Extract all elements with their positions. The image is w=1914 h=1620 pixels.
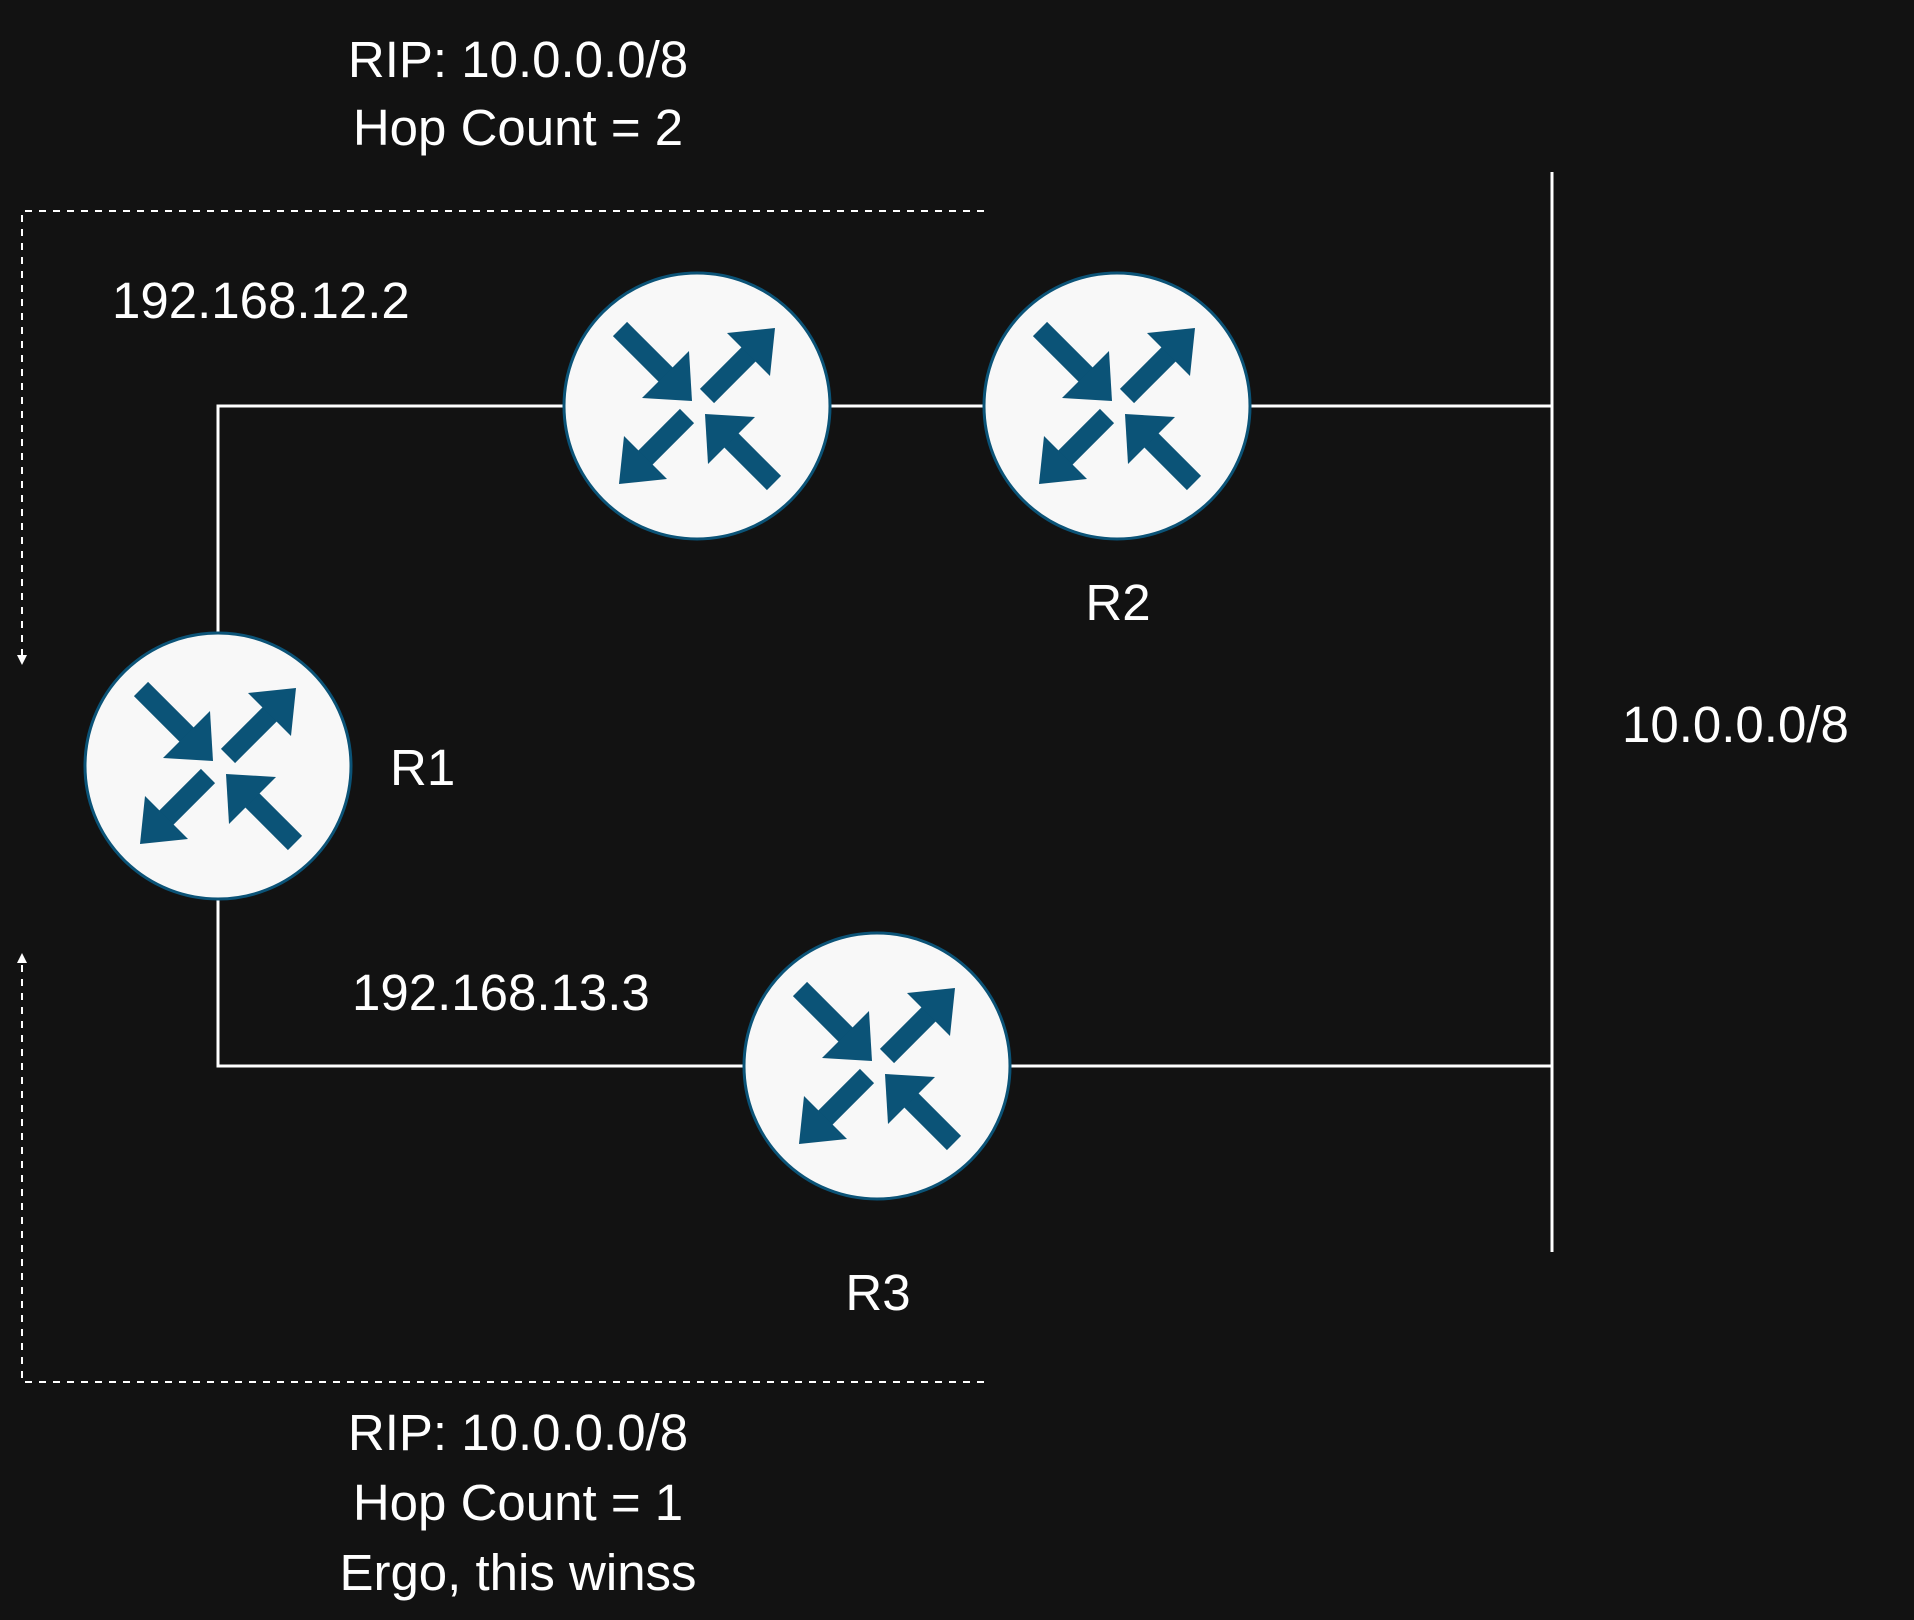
router-r2 <box>984 273 1250 539</box>
bottom-rip-label: RIP: 10.0.0.0/8 <box>348 1404 688 1461</box>
rip-advertisements <box>17 210 984 1383</box>
bottom-hop-count-label: Hop Count = 1 <box>353 1474 683 1531</box>
rip-update-arrow-top <box>17 210 984 665</box>
r3-label: R3 <box>845 1264 910 1321</box>
link-r1-to-r3 <box>216 898 744 1068</box>
links <box>216 172 1554 1252</box>
router-top-middle <box>564 273 830 539</box>
router-r3 <box>744 933 1010 1199</box>
top-rip-label: RIP: 10.0.0.0/8 <box>348 31 688 88</box>
router-icon <box>984 273 1250 539</box>
link-r1-to-top-path <box>216 404 564 632</box>
router-r1 <box>85 633 351 899</box>
bottom-note-label: Ergo, this winss <box>339 1544 696 1601</box>
router-icon <box>85 633 351 899</box>
network-label: 10.0.0.0/8 <box>1622 696 1849 753</box>
r1-label: R1 <box>390 739 455 796</box>
router-icon <box>564 273 830 539</box>
router-icon <box>744 933 1010 1199</box>
ip-label-r2-link: 192.168.12.2 <box>112 272 410 329</box>
top-hop-count-label: Hop Count = 2 <box>353 99 683 156</box>
ip-label-r3-link: 192.168.13.3 <box>352 964 650 1021</box>
r2-label: R2 <box>1085 574 1150 631</box>
